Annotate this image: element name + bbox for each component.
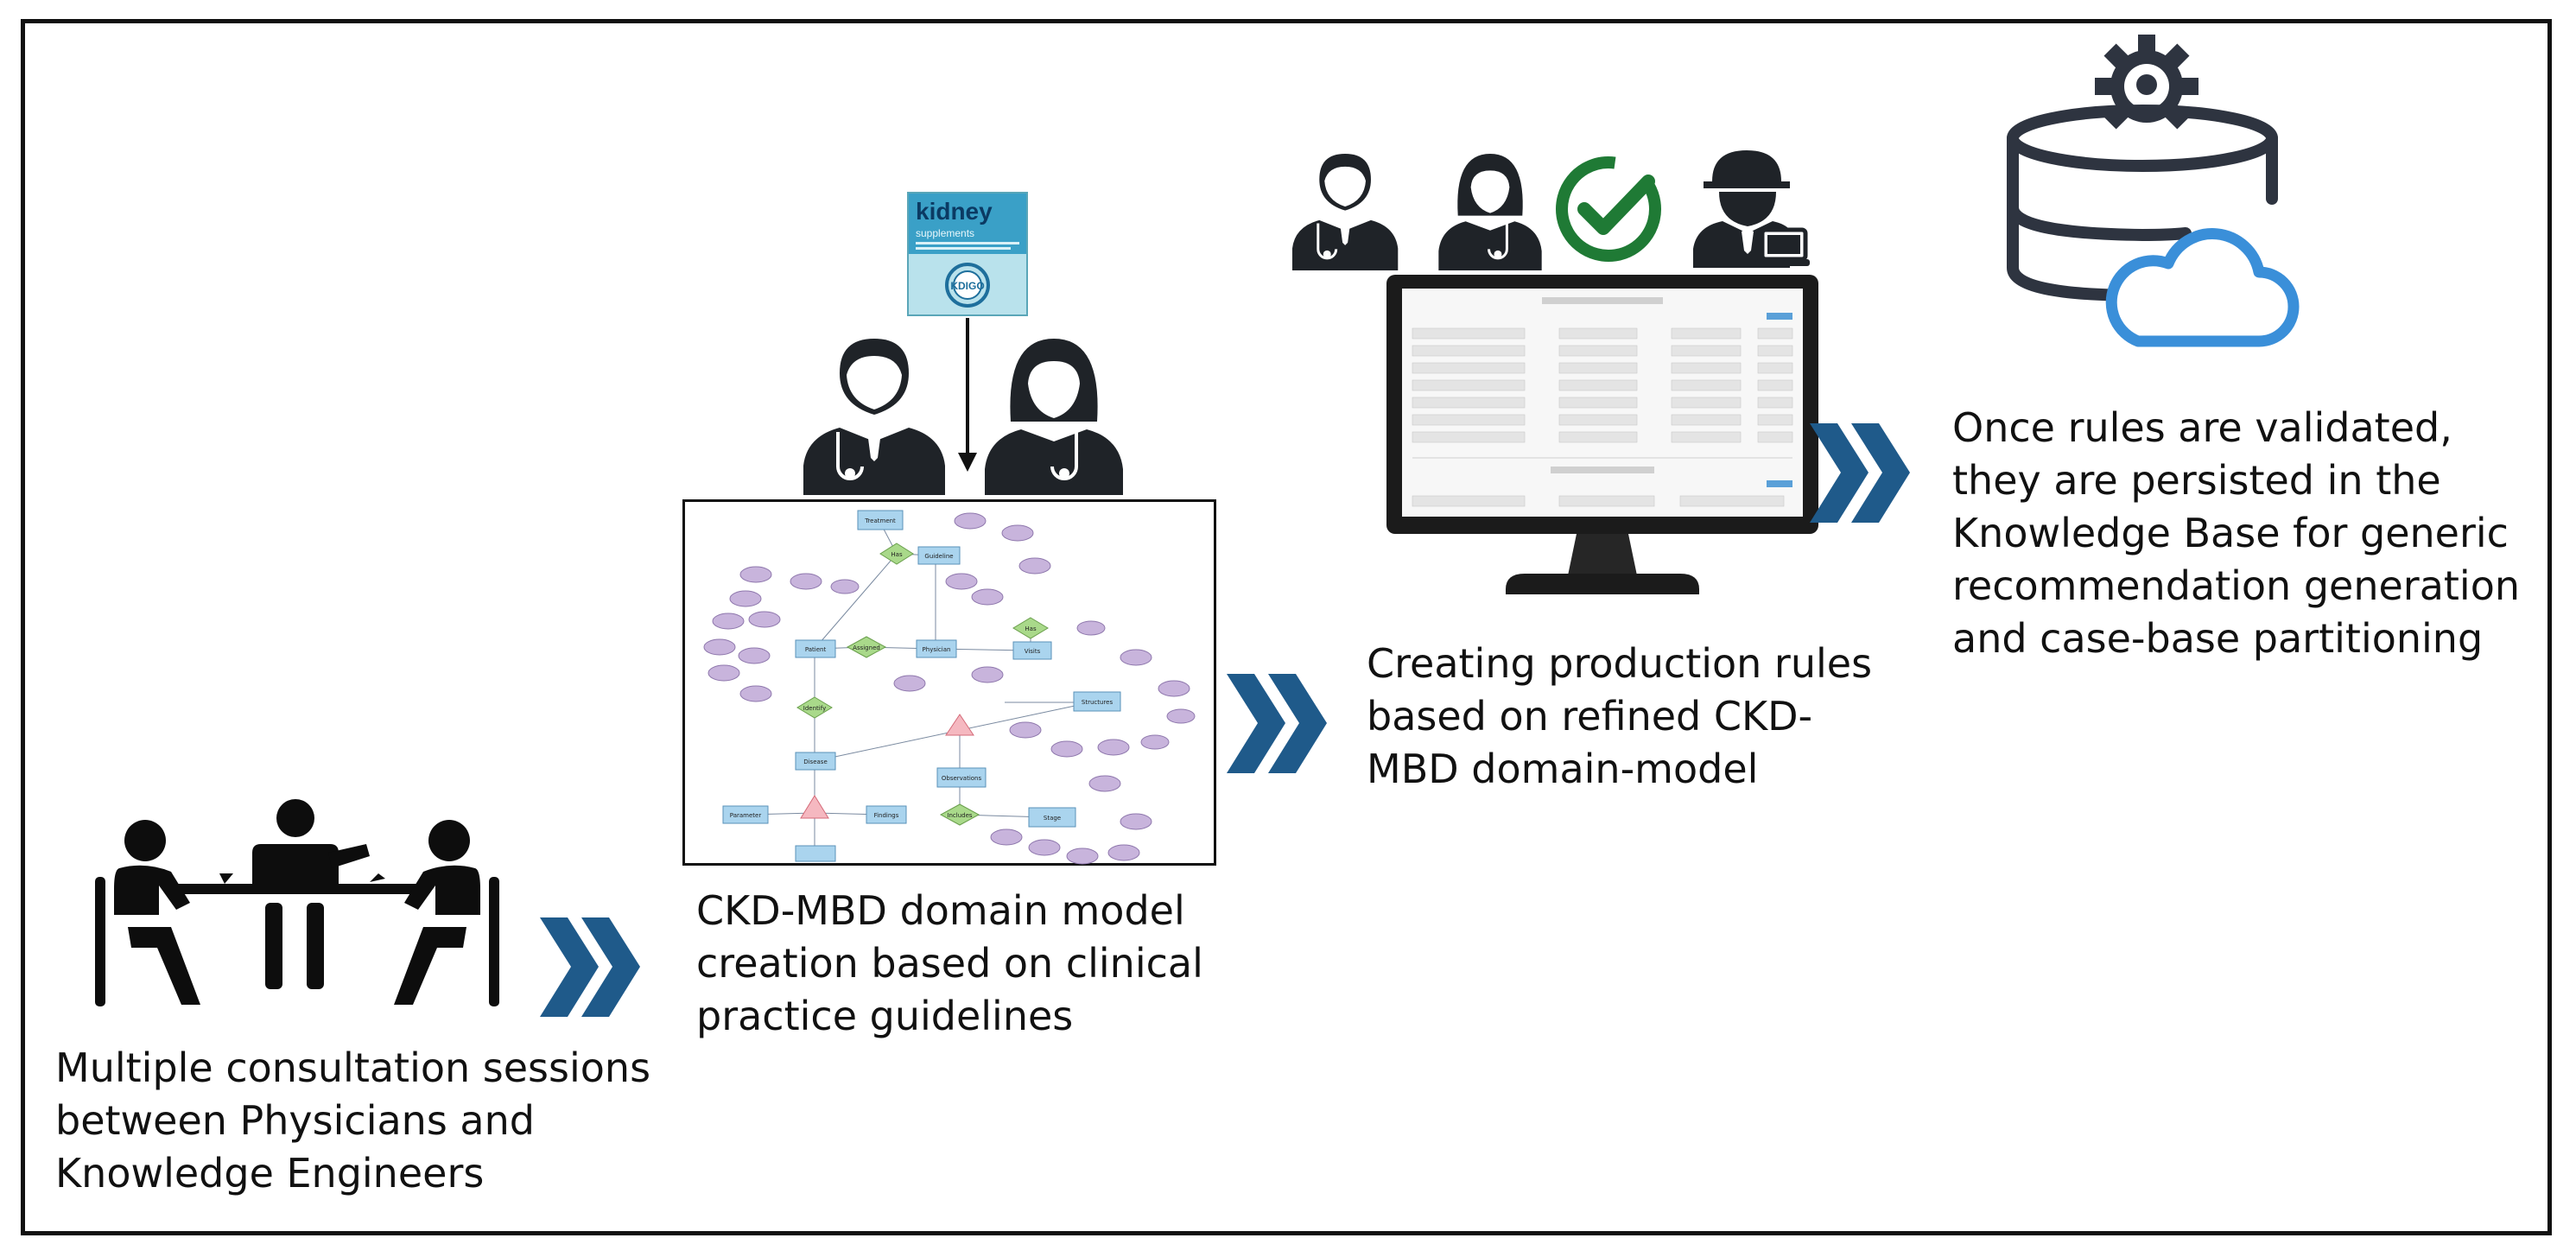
caption-line: recommendation generation: [1952, 562, 2521, 609]
diagram-frame: [21, 19, 2552, 1235]
er-entity-label: Visits: [1025, 648, 1041, 655]
caption-line: Knowledge Base for generic: [1952, 510, 2509, 556]
knowledge-base-cloud-gear-icon: [2007, 35, 2300, 347]
caption-line: Once rules are validated,: [1952, 404, 2452, 451]
er-relation-label: Has: [891, 551, 903, 558]
female-physician-icon: [985, 339, 1123, 495]
kdigo-guideline-cover-icon: kidney supplements KDIGO: [907, 192, 1028, 316]
er-relation-label: Identify: [803, 705, 826, 712]
er-entity-label: Treatment: [864, 517, 896, 524]
rule-editor-monitor-icon: [1386, 275, 1818, 599]
er-diagram-icon: Treatment Guideline Patient Physician Vi…: [682, 499, 1216, 866]
caption-line: CKD-MBD domain model: [696, 887, 1185, 934]
kdigo-subtitle: supplements: [916, 227, 974, 239]
caption-step4: Once rules are validated, they are persi…: [1952, 402, 2520, 665]
er-entity-label: Structures: [1082, 699, 1114, 706]
er-entity-label: Patient: [805, 646, 827, 653]
female-physician-icon: [1438, 153, 1542, 270]
er-entity-label: Disease: [803, 759, 828, 765]
caption-line: practice guidelines: [696, 993, 1074, 1039]
caption-line: based on refined CKD-: [1367, 693, 1813, 740]
er-entity-label: Stage: [1044, 815, 1061, 822]
caption-line: Knowledge Engineers: [55, 1150, 485, 1197]
er-relation-label: Includes: [947, 812, 972, 819]
kdigo-title: kidney: [916, 198, 993, 225]
down-arrow-icon: [958, 318, 977, 472]
male-physician-icon: [1291, 153, 1399, 270]
er-relation-label: Has: [1025, 625, 1037, 632]
er-entity-label: Observations: [942, 775, 982, 782]
caption-line: they are persisted in the: [1952, 457, 2441, 504]
consultation-meeting-icon: [95, 799, 499, 1006]
er-relation-label: Assigned: [853, 644, 880, 651]
knowledge-engineer-icon: [1693, 150, 1810, 268]
caption-step1: Multiple consultation sessions between P…: [55, 1042, 650, 1200]
caption-line: Creating production rules: [1367, 640, 1873, 687]
caption-line: and case-base partitioning: [1952, 615, 2484, 662]
double-chevron-icon: [1810, 423, 1910, 523]
double-chevron-icon: [540, 917, 640, 1017]
caption-line: Multiple consultation sessions: [55, 1044, 651, 1091]
validation-check-icon: [1556, 156, 1661, 262]
caption-line: creation based on clinical: [696, 940, 1203, 987]
er-entity-label: Parameter: [730, 812, 762, 819]
male-physician-icon: [803, 339, 945, 495]
caption-line: between Physicians and: [55, 1097, 535, 1144]
kdigo-logo: KDIGO: [950, 280, 984, 292]
er-entity-label: Physician: [923, 646, 951, 653]
caption-line: MBD domain-model: [1367, 746, 1759, 792]
er-entity-label: Findings: [874, 812, 899, 819]
double-chevron-icon: [1227, 674, 1327, 773]
er-entity-label: Guideline: [924, 553, 953, 560]
caption-step2: CKD-MBD domain model creation based on c…: [696, 885, 1203, 1043]
caption-step3: Creating production rules based on refin…: [1367, 638, 1872, 796]
